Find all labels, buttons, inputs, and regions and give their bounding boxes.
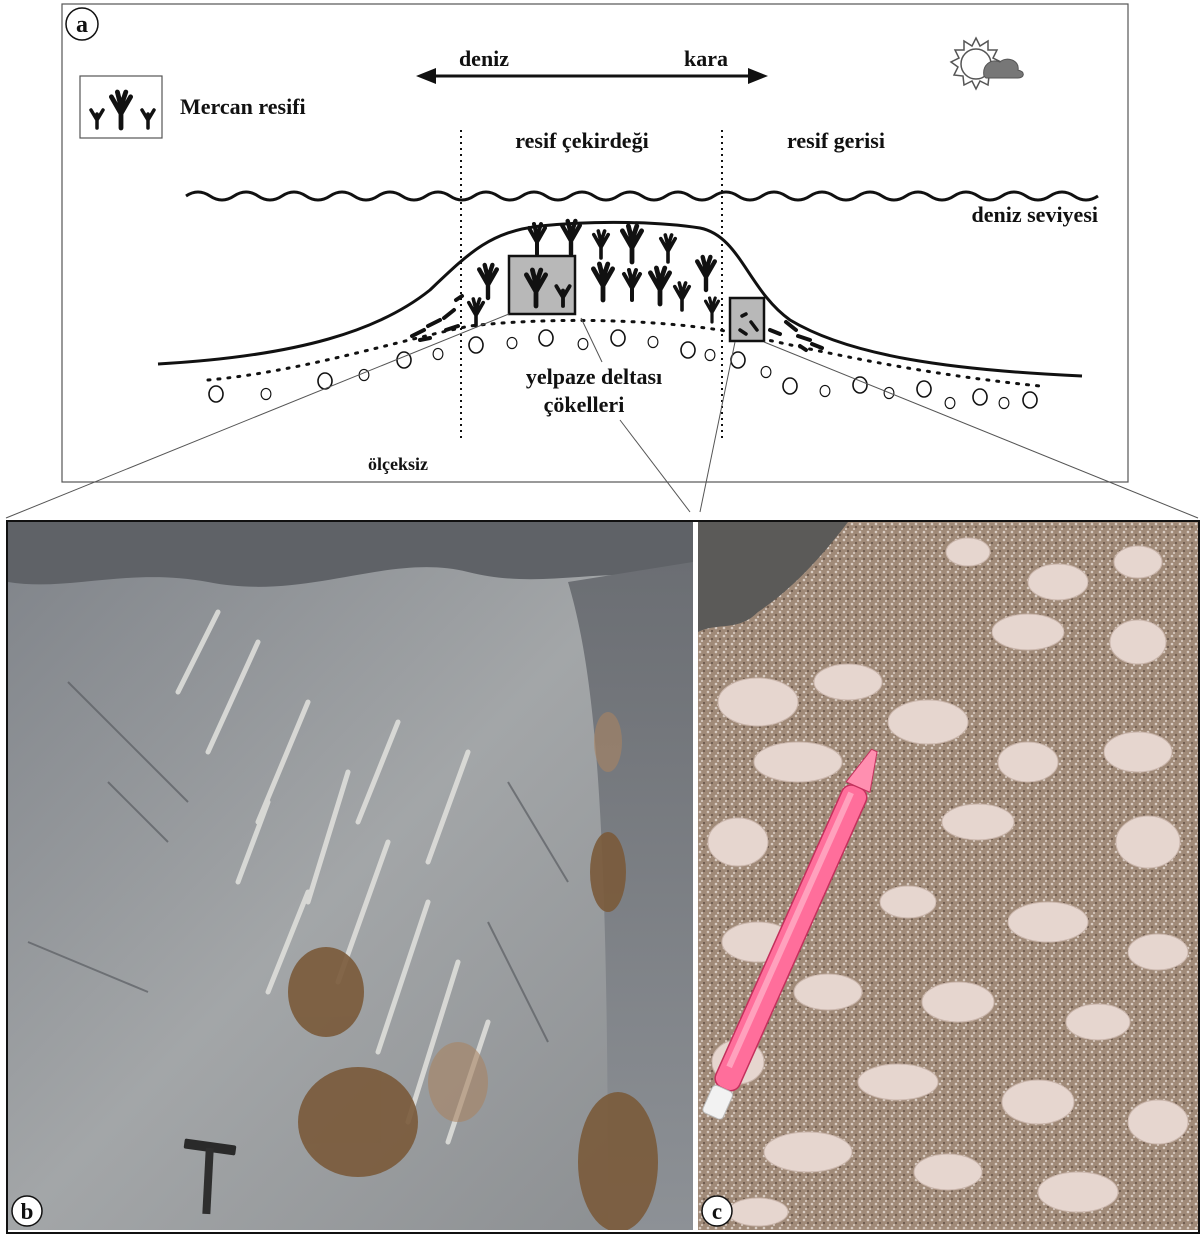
fan-delta-label-line2: çökelleri <box>544 392 625 417</box>
fan-delta-label-line1: yelpaze deltası <box>526 364 662 389</box>
panel-b-badge: b <box>10 1194 44 1228</box>
reef-schematic-diagram: a deniz kara Mercan resifi resif çekirde… <box>0 0 1204 522</box>
zone-back-label: resif gerisi <box>787 128 885 153</box>
scale-note: ölçeksiz <box>368 454 428 474</box>
panel-c-label: c <box>712 1199 722 1224</box>
sea-level-label: deniz seviyesi <box>972 202 1099 227</box>
legend-coral-label: Mercan resifi <box>180 94 306 119</box>
photo-fan-delta-deposit: c <box>698 522 1198 1230</box>
photo-divider <box>693 522 698 1232</box>
panel-a-badge: a <box>66 8 98 40</box>
direction-land-label: kara <box>684 46 728 71</box>
photo-reef-core-outcrop: b <box>8 522 693 1230</box>
inset-box-back <box>730 298 764 341</box>
panel-b-label: b <box>21 1199 34 1224</box>
direction-sea-label: deniz <box>459 46 509 71</box>
panel-c-badge: c <box>700 1194 734 1228</box>
inset-box-core <box>509 256 575 314</box>
zone-core-label: resif çekirdeği <box>515 128 648 153</box>
panel-a-label: a <box>76 12 88 38</box>
